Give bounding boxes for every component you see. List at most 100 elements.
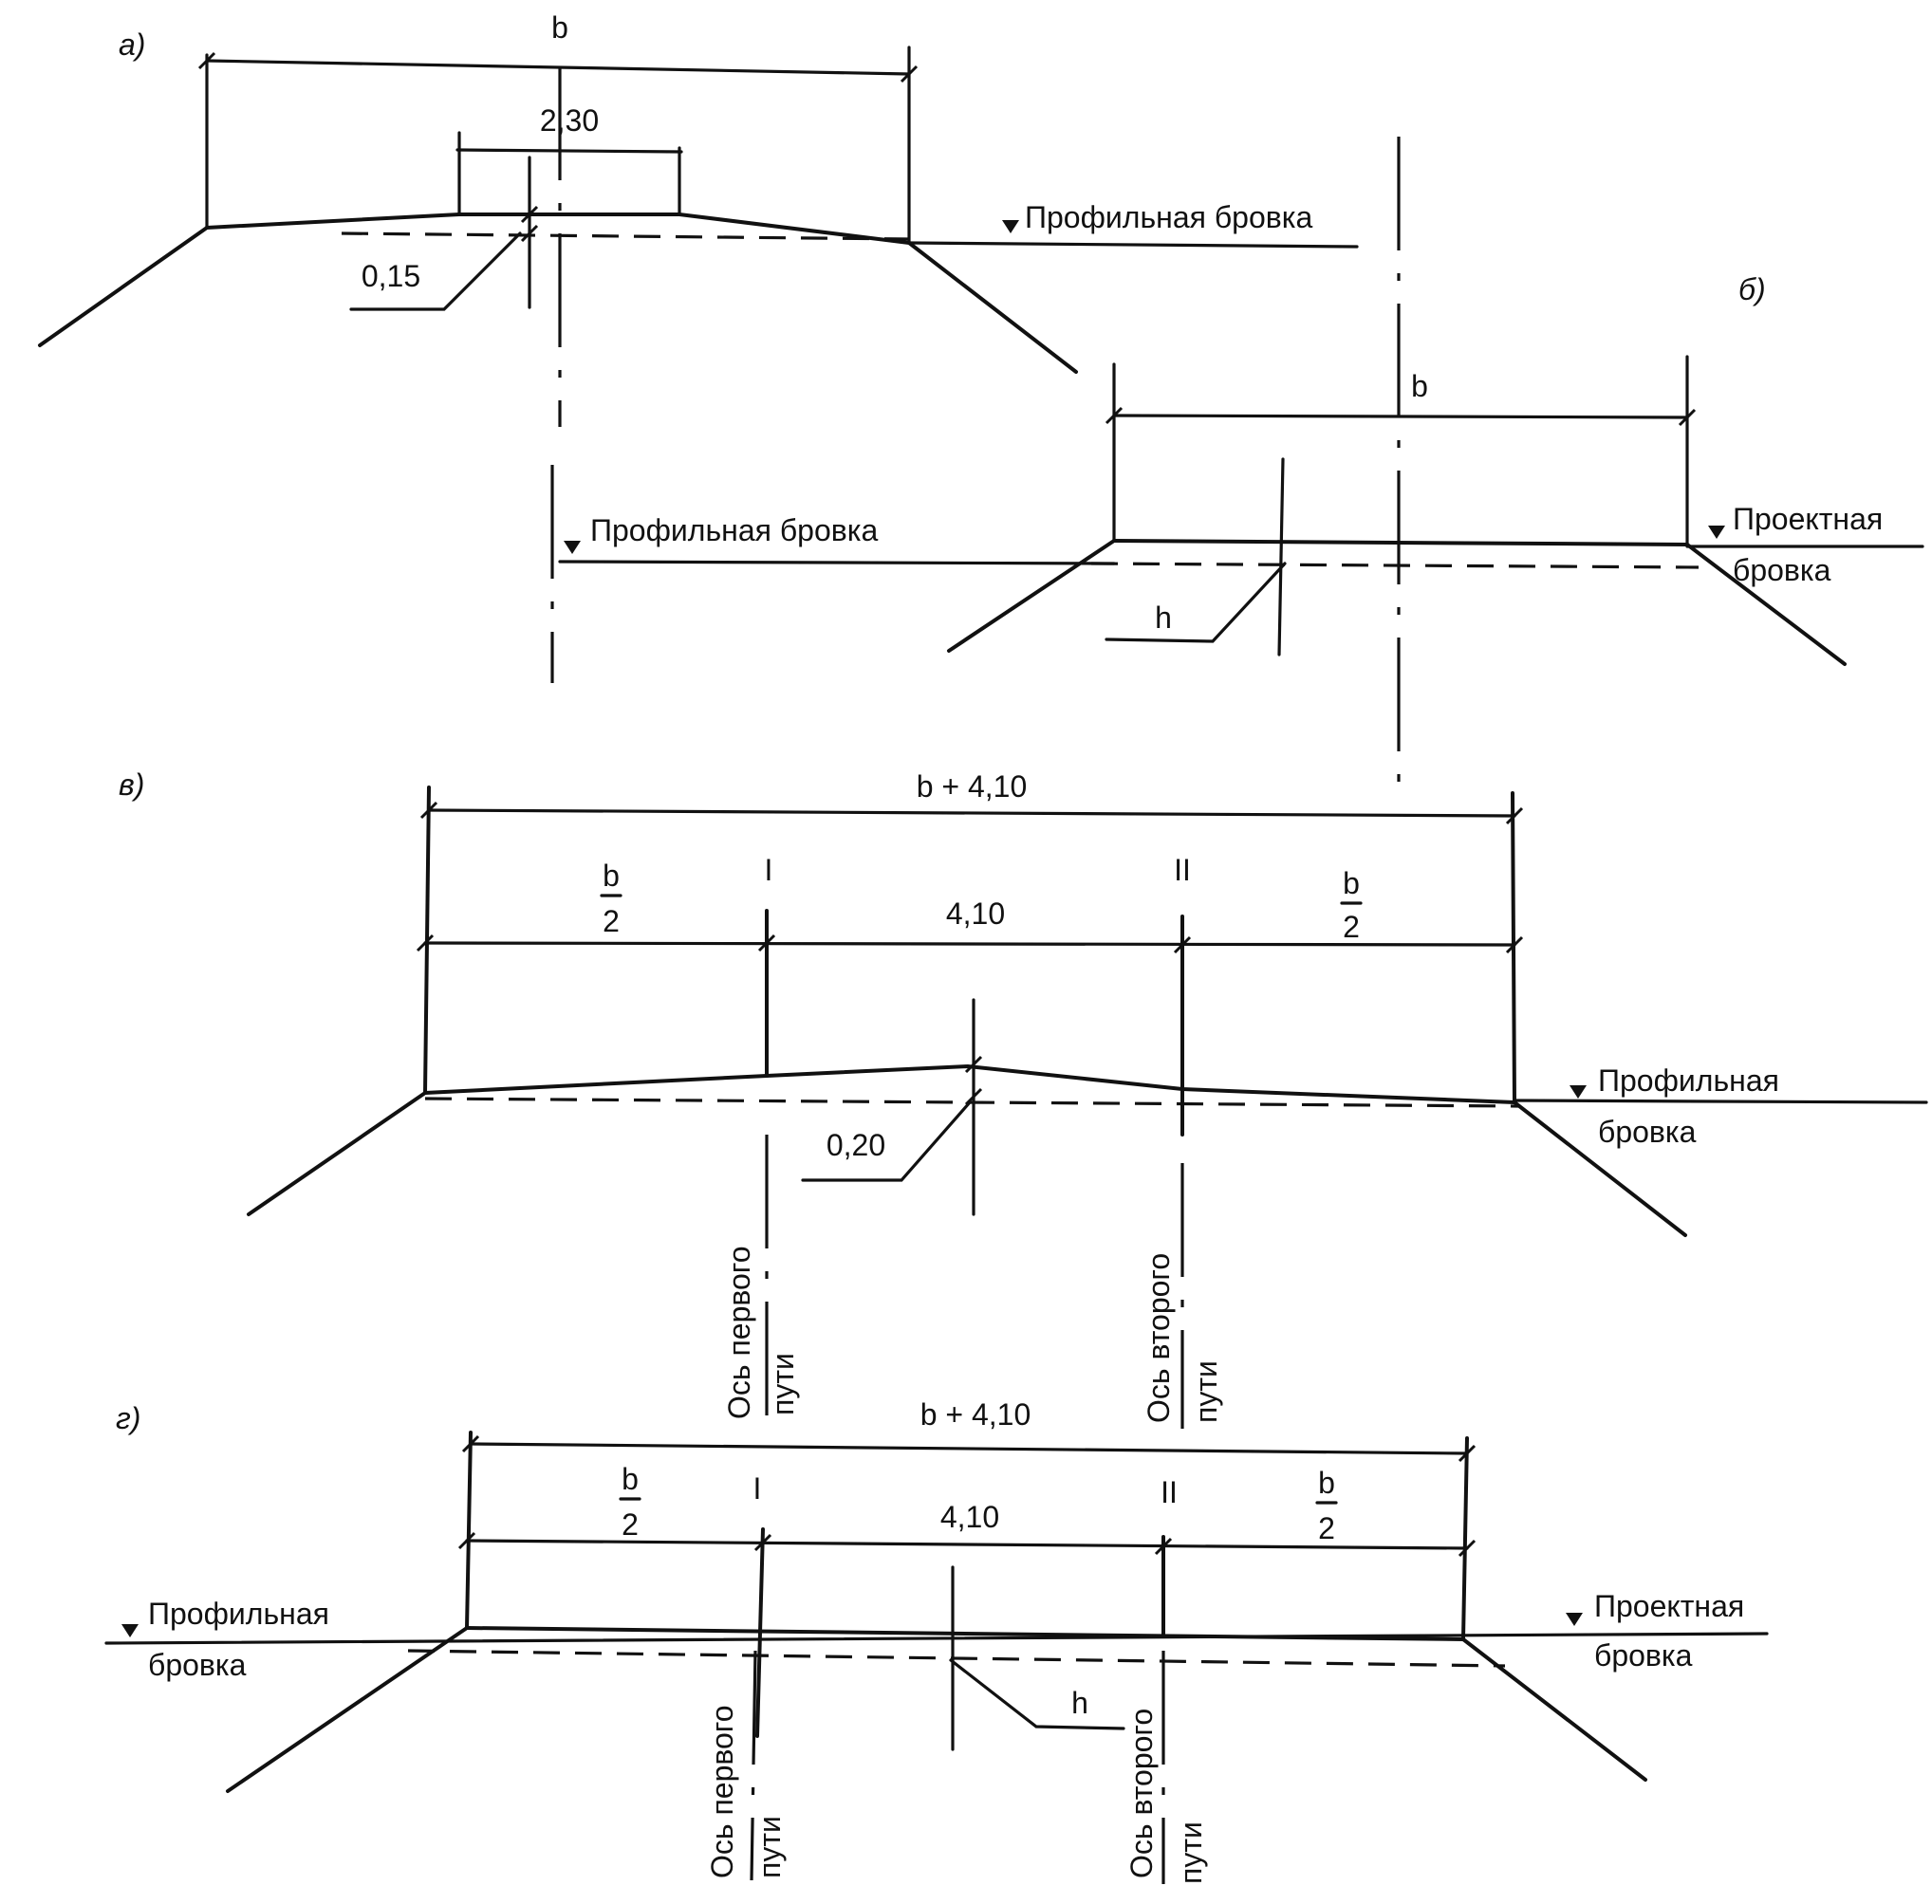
figure-g: г) b + 4,10 b 2 b 2 4,10 I II h	[104, 1397, 1769, 1884]
subgrade-crown	[205, 213, 911, 245]
figure-v: в) b + 4,10 b 2 b 2 4,10 I II	[119, 767, 1928, 1429]
dim-h-text: h	[1071, 1686, 1088, 1720]
right-slope	[1685, 543, 1847, 666]
leader-020	[801, 1100, 972, 1182]
tick	[416, 934, 435, 952]
frac-den: 2	[603, 904, 620, 938]
dim-b-text: b	[551, 10, 568, 45]
design-word: Проектная	[1594, 1589, 1744, 1623]
profile-edge-line	[907, 241, 1359, 249]
frac-den: 2	[622, 1507, 639, 1542]
frac-num: b	[603, 859, 620, 893]
dim-020-text: 0,20	[827, 1128, 885, 1162]
dashed-level	[407, 1649, 1506, 1668]
level-marker-icon	[564, 541, 581, 554]
tick	[1458, 1539, 1477, 1558]
frac-num: b	[1318, 1466, 1335, 1500]
ext-line-right	[1461, 1436, 1469, 1641]
figure-b-label: б)	[1738, 272, 1766, 306]
dim-230-text: 2,30	[540, 103, 599, 138]
profile-edge-line	[1513, 1099, 1928, 1104]
profile-word: Профильная	[148, 1597, 329, 1631]
tick	[520, 224, 539, 243]
design-word: Проектная	[1733, 502, 1883, 536]
profile-edge-line	[558, 560, 1116, 565]
axis-second-label: Ось второго	[1124, 1709, 1159, 1878]
frac-num: b	[622, 1462, 639, 1496]
left-slope	[247, 1091, 427, 1216]
profile-edge-label: Профильная бровка	[1025, 200, 1312, 234]
dashed-level	[1090, 562, 1700, 569]
profile-word: Профильная	[1598, 1063, 1779, 1098]
level-marker-icon	[121, 1624, 139, 1637]
edge-word: бровка	[1598, 1115, 1697, 1149]
tick	[757, 934, 776, 952]
ext-line-left	[465, 1431, 473, 1630]
dim-line-sub	[423, 941, 1516, 947]
dim-410-text: 4,10	[940, 1500, 999, 1534]
dim-015-text: 0,15	[362, 259, 420, 293]
dashed-level	[424, 1097, 1519, 1108]
dim-h-text: h	[1155, 601, 1172, 635]
tick	[1173, 935, 1192, 954]
frac-num: b	[1343, 866, 1360, 900]
tick	[1505, 935, 1524, 954]
leader-015	[349, 231, 522, 311]
level-marker-icon	[1708, 526, 1725, 539]
track-word: пути	[766, 1353, 800, 1415]
tick	[1105, 406, 1124, 425]
axis-second-label: Ось второго	[1142, 1253, 1176, 1423]
track-word: пути	[1189, 1360, 1223, 1423]
dim-line-b-plus	[427, 808, 1516, 818]
tick	[1154, 1537, 1173, 1556]
dashed-level	[341, 231, 910, 241]
edge-word: бровка	[1733, 553, 1831, 587]
track-ii-label: II	[1174, 853, 1191, 887]
tick	[753, 1533, 772, 1552]
track-word: пути	[1174, 1821, 1208, 1884]
axis-first-label: Ось первого	[722, 1246, 756, 1419]
tick	[520, 205, 539, 224]
tick	[1678, 408, 1697, 427]
track-i-label: I	[765, 853, 773, 887]
level-marker-icon	[1566, 1613, 1583, 1626]
dim-line-sub	[465, 1539, 1469, 1550]
figure-b: б) b h Проектная бровка	[947, 137, 1924, 787]
left-slope	[947, 539, 1116, 653]
frac-den: 2	[1343, 910, 1360, 944]
dim-line-b	[1112, 414, 1689, 419]
dim-line-230	[455, 148, 683, 154]
edge-line	[104, 1632, 1769, 1645]
tick	[964, 1055, 983, 1074]
figure-b-profile: Профильная бровка	[550, 465, 1116, 683]
dim-410-text: 4,10	[946, 897, 1005, 931]
figure-v-label: в)	[119, 767, 144, 802]
frac-den: 2	[1318, 1511, 1335, 1545]
level-marker-icon	[1570, 1085, 1587, 1099]
left-slope	[38, 226, 209, 347]
left-slope	[226, 1626, 469, 1793]
figure-g-label: г)	[116, 1401, 140, 1435]
figure-a-label: а)	[119, 28, 145, 62]
track-i-label: I	[753, 1471, 762, 1506]
edge-word: бровка	[1594, 1638, 1693, 1673]
level-marker-icon	[1002, 220, 1019, 233]
dim-line-b-plus	[469, 1442, 1469, 1455]
right-slope	[1461, 1637, 1647, 1782]
profile-edge-label: Профильная бровка	[590, 513, 878, 547]
subgrade-crown	[1112, 539, 1689, 546]
tick	[900, 65, 919, 83]
track-axis-line	[750, 1650, 757, 1881]
dim-b-text: b	[1411, 369, 1428, 403]
dim-h-line	[1277, 457, 1285, 656]
tick	[197, 51, 216, 70]
leader-h	[1105, 562, 1287, 643]
figure-a: а) b 2,30 0,15 Профильная бровка	[38, 10, 1359, 427]
dim-b-plus-text: b + 4,10	[920, 1397, 1031, 1432]
edge-word: бровка	[148, 1648, 247, 1682]
right-slope	[1513, 1100, 1687, 1237]
subgrade-crown	[423, 1063, 1516, 1104]
track-ii-label: II	[1161, 1475, 1178, 1509]
axis-first-label: Ось первого	[705, 1705, 739, 1878]
